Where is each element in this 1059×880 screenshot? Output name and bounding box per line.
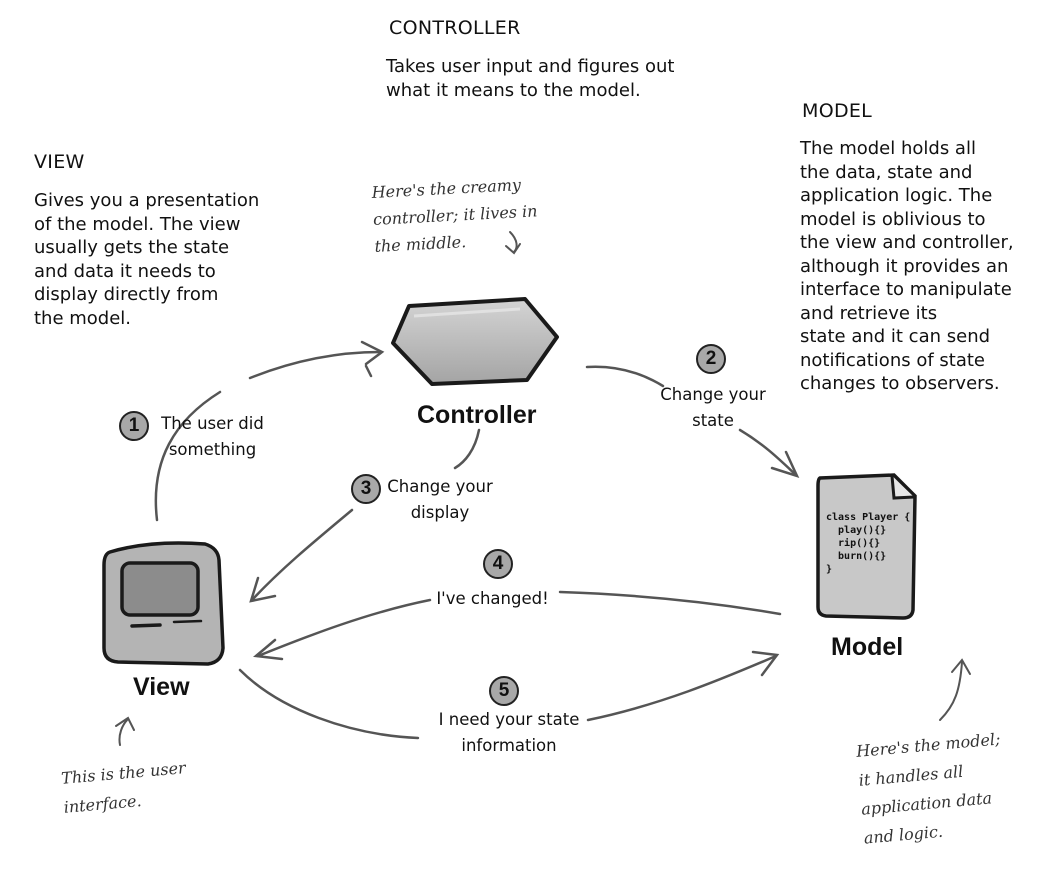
- note-pointer-controller: [505, 231, 521, 255]
- view-description: Gives you a presentation of the model. T…: [34, 190, 260, 329]
- view-note: This is the user interface.: [60, 758, 187, 817]
- step-3-label: Change your display: [387, 477, 493, 522]
- model-heading: MODEL: [802, 100, 873, 122]
- note-pointer-view: [115, 716, 135, 746]
- model-code: class Player { play(){} rip(){} burn(){}…: [826, 512, 911, 575]
- computer-icon: [102, 541, 225, 666]
- controller-heading: CONTROLLER: [389, 17, 521, 39]
- arrow-change-your-state: [585, 365, 800, 479]
- arrow-change-your-display: [249, 428, 481, 603]
- view-label: View: [133, 673, 190, 701]
- step-1-label: The user did something: [161, 414, 264, 459]
- step-4-label: I've changed!: [436, 589, 549, 608]
- document-icon: [816, 473, 917, 620]
- step-2-badge: 2: [696, 344, 726, 374]
- model-label: Model: [831, 633, 904, 661]
- view-heading: VIEW: [34, 151, 85, 173]
- controller-description: Takes user input and figures out what it…: [386, 56, 675, 101]
- arrow-user-did-something: [154, 340, 385, 522]
- controller-note: Here's the creamy controller; it lives i…: [371, 175, 538, 256]
- model-description: The model holds all the data, state and …: [800, 138, 1014, 394]
- step-1-badge: 1: [119, 411, 149, 441]
- step-2-label: Change your state: [660, 385, 766, 430]
- step-5-label: I need your state information: [438, 710, 580, 755]
- arrow-ive-changed: [252, 590, 782, 661]
- model-note: Here's the model; it handles all applica…: [855, 729, 1002, 848]
- step-3-badge: 3: [351, 474, 381, 504]
- controller-label: Controller: [417, 401, 537, 429]
- step-5-badge: 5: [489, 676, 519, 706]
- note-pointer-model: [939, 658, 971, 721]
- step-4-badge: 4: [483, 549, 513, 579]
- arrow-need-state-info: [238, 650, 780, 740]
- controller-hexagon-icon: [391, 297, 559, 386]
